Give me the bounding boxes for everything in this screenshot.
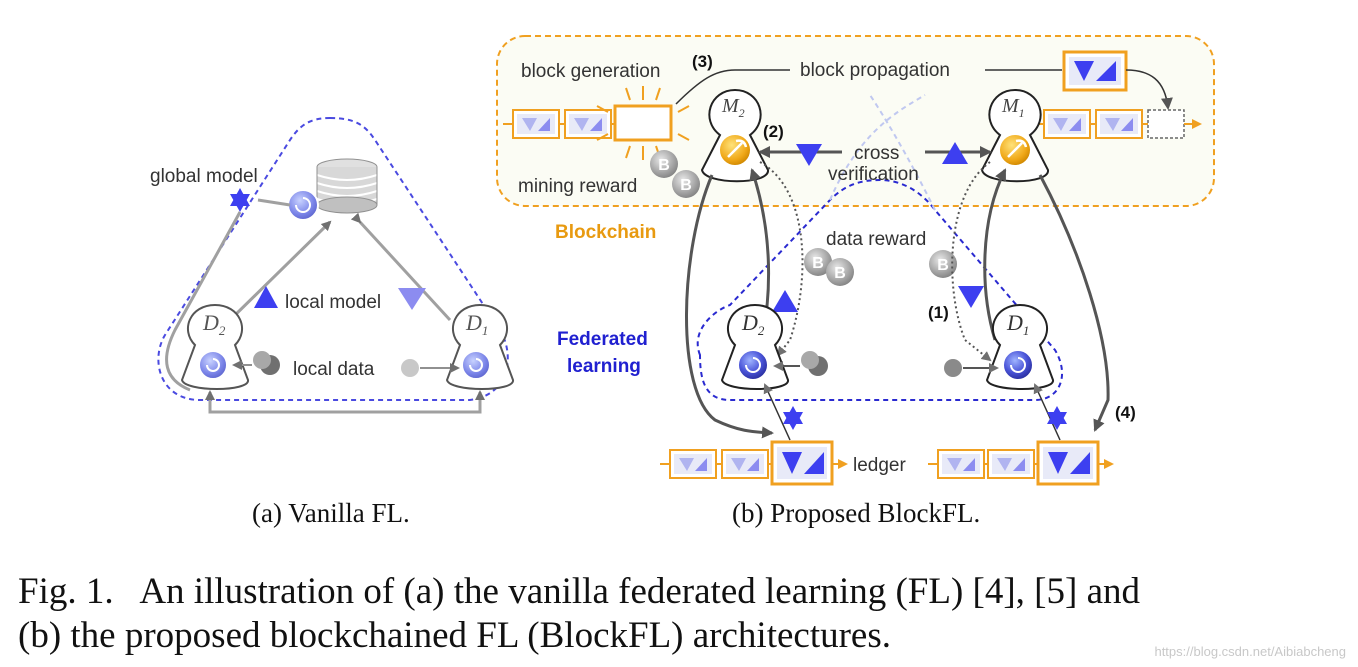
local-data-d1-icon: [401, 359, 419, 377]
label-data-reward: data reward: [826, 229, 926, 250]
watermark: https://blog.csdn.net/Aibiabcheng: [1154, 644, 1346, 659]
arrow-server-to-d1: [350, 212, 452, 322]
label-d2-vanilla-sub: 2: [219, 323, 226, 338]
global-model-star-icon-d2: [783, 406, 803, 430]
svg-text:B: B: [812, 255, 824, 272]
block-propagation-line: [675, 69, 790, 105]
svg-text:B: B: [658, 157, 670, 174]
label-d2-blockfl: D: [741, 310, 758, 335]
svg-text:D1: D1: [1006, 310, 1029, 338]
local-data-d1-blockfl-icon: [944, 359, 962, 377]
ledger-chain-left: [660, 440, 848, 486]
pickaxe-icon-m2: [727, 139, 748, 158]
subcaption-vanilla: (a) Vanilla FL.: [252, 498, 410, 528]
global-aggregate-icon: [287, 189, 319, 221]
upload-down-triangle-icon: [958, 286, 984, 308]
label-m2-sub: 2: [739, 106, 745, 120]
server-database-icon: [316, 158, 378, 214]
arrow-global-to-d2: [165, 211, 242, 392]
svg-text:D1: D1: [465, 310, 488, 338]
label-block-propagation: block propagation: [800, 60, 950, 81]
label-verification: verification: [828, 164, 919, 185]
svg-text:B: B: [937, 257, 949, 274]
label-d2-blockfl-sub: 2: [758, 323, 765, 338]
subcaption-blockfl: (b) Proposed BlockFL.: [732, 498, 980, 528]
label-blockchain: Blockchain: [555, 222, 656, 243]
local-model-up-triangle-icon: [254, 286, 278, 308]
label-m2: M: [721, 95, 740, 117]
vanilla-bottom-arrows: [208, 400, 482, 414]
label-block-generation: block generation: [521, 61, 660, 82]
label-d1-vanilla-sub: 1: [482, 323, 489, 338]
label-d2-vanilla: D: [202, 310, 219, 335]
blockfl-figure: global model local model D2 local data: [150, 35, 1215, 528]
svg-text:M2: M2: [721, 95, 745, 120]
label-step1: (1): [928, 303, 949, 322]
label-d1-vanilla: D: [465, 310, 482, 335]
label-m1-sub: 1: [1019, 106, 1025, 120]
device-d2-blockfl: D2: [720, 303, 789, 390]
mining-reward-coin-icon: B B: [650, 150, 700, 198]
figure-caption: Fig. 1. An illustration of (a) the vanil…: [18, 570, 1348, 658]
caption-line-2: (b) the proposed blockchained FL (BlockF…: [18, 615, 891, 656]
ledger-arrow-m1: [1038, 174, 1110, 432]
label-cross: cross: [854, 143, 899, 164]
ledger-chain-right: [928, 440, 1114, 486]
data-reward-coin-icon-left: B B: [804, 248, 854, 286]
blockfl-panel: Blockchain Federated learning: [496, 35, 1215, 528]
local-model-down-triangle-icon: [398, 288, 426, 310]
label-step2: (2): [763, 122, 784, 141]
miner-m1: M1: [980, 88, 1049, 183]
label-learning: learning: [567, 356, 641, 377]
global-model-star-icon-d1: [1047, 406, 1067, 430]
data-reward-coin-icon-right: B: [929, 250, 957, 278]
caption-line-1: Fig. 1. An illustration of (a) the vanil…: [18, 571, 1140, 612]
arrow-server-to-global: [257, 198, 291, 207]
vanilla-fl-panel: global model local model D2 local data: [150, 116, 514, 528]
label-d1-blockfl-sub: 1: [1023, 323, 1030, 338]
cross-verification-down-triangle-icon: [796, 144, 822, 166]
pickaxe-icon-m1: [1007, 139, 1028, 158]
ledger-arrow-m2: [685, 174, 774, 439]
chain-right-top: [1030, 109, 1202, 139]
federated-region: [696, 178, 1064, 401]
label-step3: (3): [692, 52, 713, 71]
chain-left-top: [503, 109, 615, 139]
label-m1: M: [1001, 95, 1020, 117]
arrow-d2-to-server: [228, 220, 332, 322]
device-d1-vanilla: D1: [445, 303, 514, 390]
label-local-data: local data: [293, 359, 375, 380]
device-d1-blockfl: D1: [985, 303, 1054, 390]
label-d1-blockfl: D: [1006, 310, 1023, 335]
label-ledger: ledger: [853, 455, 906, 476]
label-local-model: local model: [285, 292, 381, 313]
label-step4: (4): [1115, 403, 1136, 422]
download-arrow-d2: [763, 383, 791, 441]
global-model-star-icon: [230, 188, 250, 212]
label-global-model: global model: [150, 166, 258, 187]
propagated-block-icon: [1062, 50, 1128, 92]
upload-up-triangle-icon: [772, 290, 798, 312]
label-mining-reward: mining reward: [518, 176, 637, 197]
svg-text:B: B: [834, 265, 846, 282]
cross-verification-up-triangle-icon: [942, 142, 968, 164]
vanilla-dashed-boundary: [157, 116, 509, 401]
svg-text:M1: M1: [1001, 95, 1025, 120]
svg-text:D2: D2: [202, 310, 226, 338]
label-federated: Federated: [557, 329, 648, 350]
svg-text:D2: D2: [741, 310, 765, 338]
device-d2-vanilla: D2: [180, 303, 249, 390]
svg-text:B: B: [680, 177, 692, 194]
miner-m2: M2: [700, 88, 769, 183]
upload-arrow-d1-to-m1: [983, 168, 1007, 341]
